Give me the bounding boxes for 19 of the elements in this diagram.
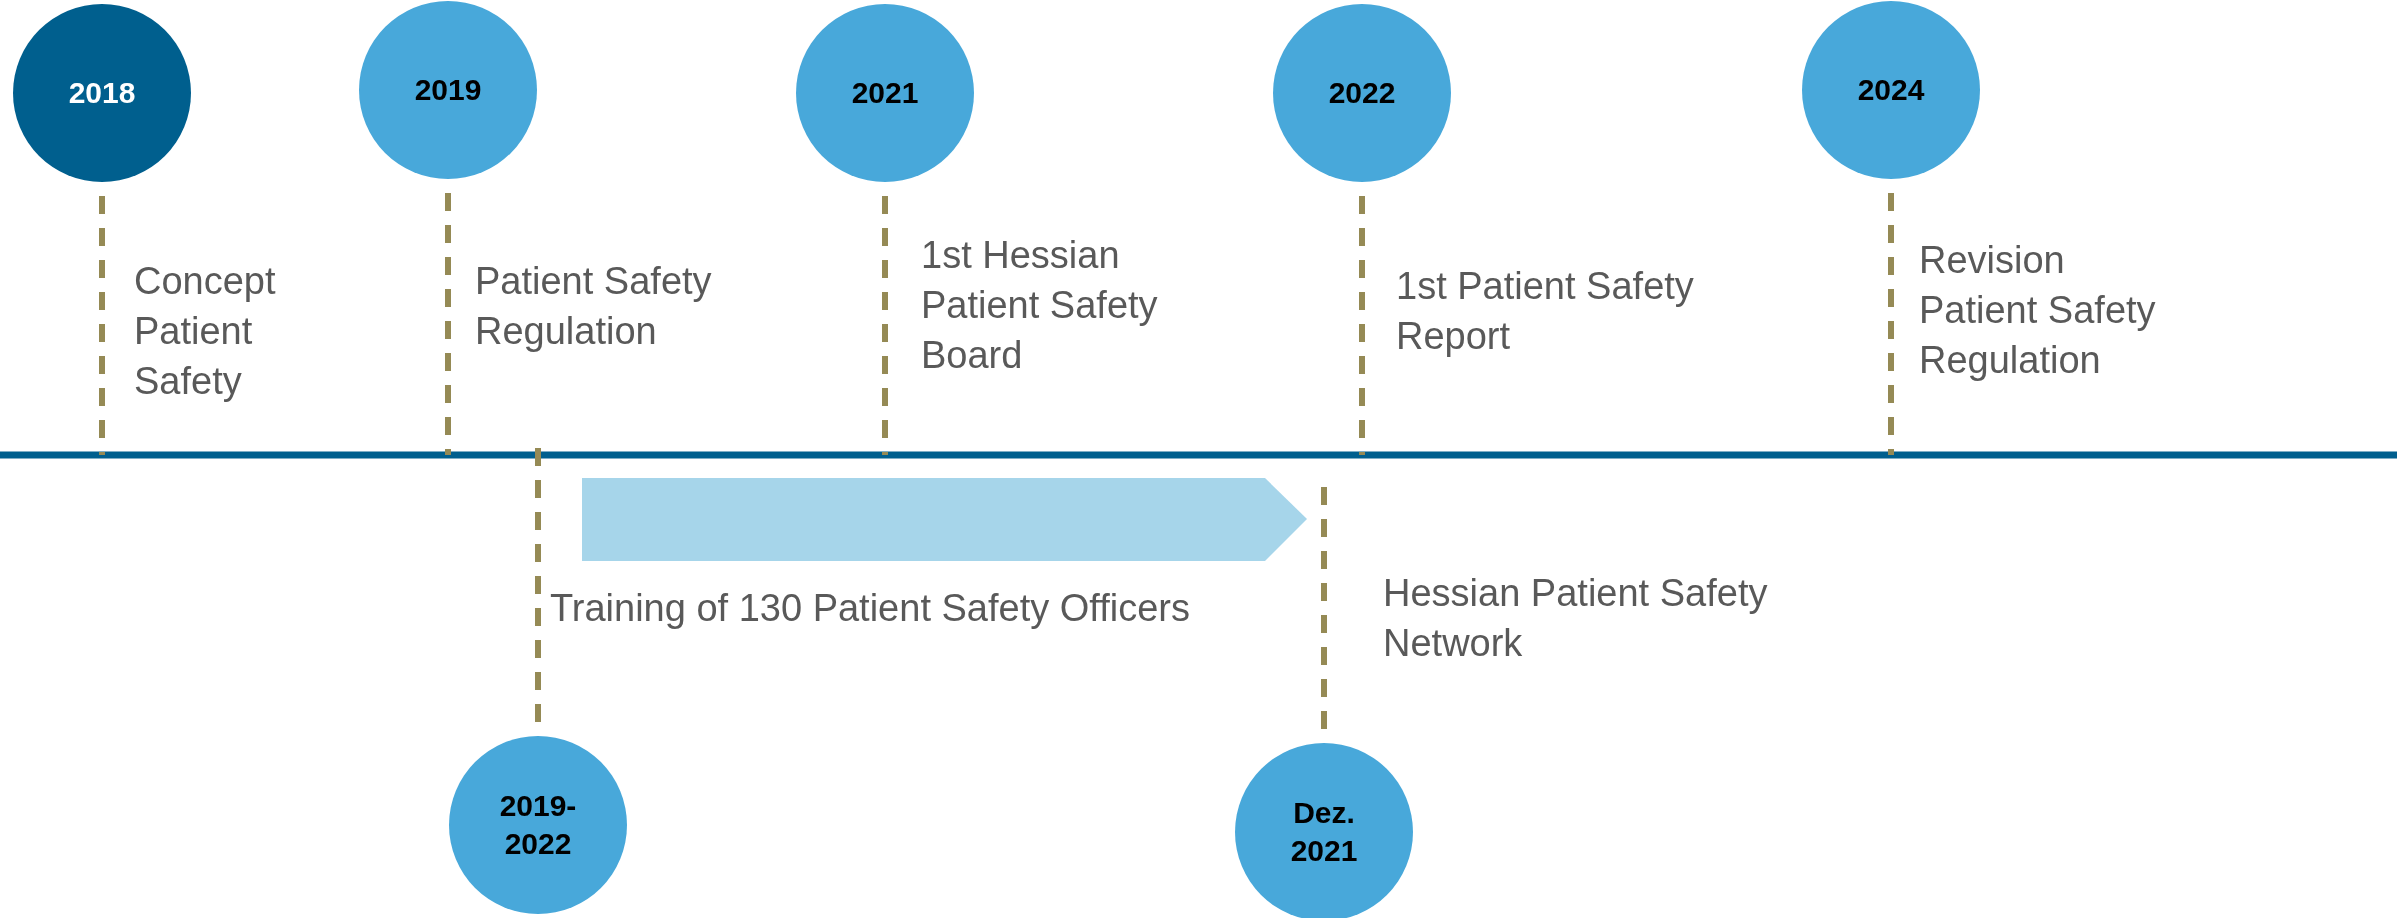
dashed-stem-line — [1888, 193, 1894, 455]
year-label: 2021 — [850, 75, 920, 111]
year-label: 2022 — [1327, 75, 1397, 111]
year-label: 2024 — [1856, 72, 1926, 108]
year-label: 2018 — [67, 75, 137, 111]
milestone-text: Patient Safety Regulation — [475, 259, 713, 354]
milestone-text: Revision Patient Safety Regulation — [1919, 238, 2157, 383]
year-label: Dez. 2021 — [1289, 795, 1359, 869]
milestone-text: Training of 130 Patient Safety Officers — [550, 586, 1191, 631]
milestone-text: Hessian Patient Safety Network — [1383, 571, 1769, 666]
year-label: 2019 — [413, 72, 483, 108]
dashed-stem-line — [882, 196, 888, 455]
milestone-text: 1st Hessian Patient Safety Board — [921, 233, 1159, 378]
dashed-stem-line — [99, 196, 105, 455]
year-label: 2019- 2022 — [498, 788, 578, 862]
dashed-stem-line — [1359, 196, 1365, 455]
milestone-text: 1st Patient Safety Report — [1396, 264, 1695, 359]
milestone-text: Concept Patient Safety — [134, 259, 277, 404]
dashed-stem-line — [445, 193, 451, 455]
